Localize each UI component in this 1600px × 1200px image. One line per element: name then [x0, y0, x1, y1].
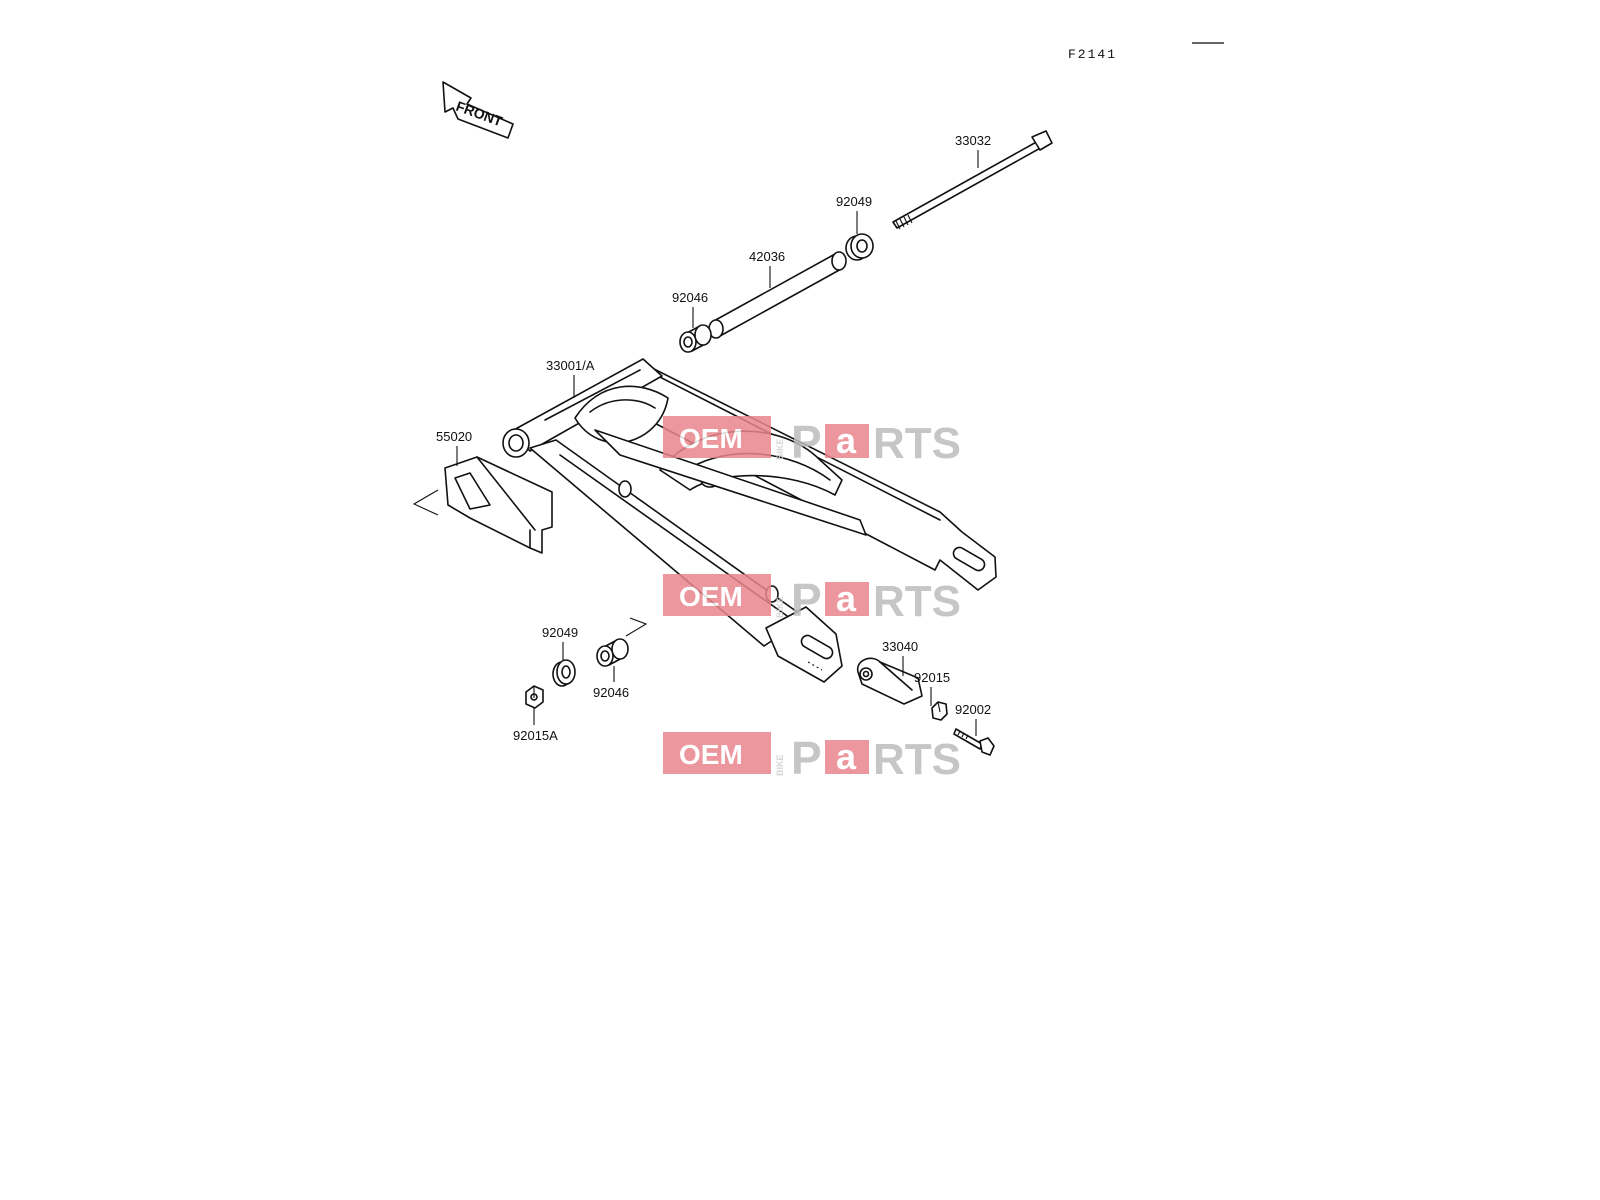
chain-guide [444, 456, 553, 554]
front-arrow-icon: FRONT [442, 81, 514, 139]
adjuster-bolt [953, 728, 995, 756]
callout-92046-top: 92046 [672, 290, 708, 305]
svg-text:a: a [836, 420, 857, 461]
chain-guide-bracket [412, 489, 439, 516]
pivot-bolt [892, 130, 1053, 230]
svg-text:P: P [791, 416, 822, 468]
callout-92015a: 92015A [513, 728, 558, 743]
nut-92015a [525, 685, 544, 709]
callout-92002: 92002 [955, 702, 991, 717]
callout-33032: 33032 [955, 133, 991, 148]
watermark-logo-1: OEM BIKE P a RTS [663, 416, 961, 468]
callout-42036: 42036 [749, 249, 785, 264]
svg-text:RTS: RTS [873, 419, 961, 468]
svg-text:RTS: RTS [873, 735, 961, 784]
seal-top [845, 233, 874, 261]
svg-text:a: a [836, 736, 857, 777]
callout-33040: 33040 [882, 639, 918, 654]
nut-92015 [931, 701, 948, 721]
bearing-top [679, 324, 712, 353]
diagram-code: F2141 [1068, 47, 1117, 62]
svg-text:OEM: OEM [679, 581, 743, 612]
callout-92049-bottom: 92049 [542, 625, 578, 640]
sleeve [708, 251, 847, 339]
callout-92046-bottom: 92046 [593, 685, 629, 700]
svg-text:BIKE: BIKE [775, 596, 785, 618]
bearing-bottom [596, 638, 629, 667]
svg-text:RTS: RTS [873, 577, 961, 626]
callout-33001a: 33001/A [546, 358, 595, 373]
callout-92049-top: 92049 [836, 194, 872, 209]
callout-92015: 92015 [914, 670, 950, 685]
bearing-bracket [625, 617, 648, 637]
watermark-logo-2: OEM BIKE P a RTS [663, 574, 961, 626]
svg-text:OEM: OEM [679, 423, 743, 454]
chain-adjuster [856, 657, 923, 705]
svg-text:BIKE: BIKE [775, 754, 785, 776]
svg-text:P: P [791, 732, 822, 784]
watermark-logo-3: OEM BIKE P a RTS [663, 732, 961, 784]
svg-text:P: P [791, 574, 822, 626]
callout-55020: 55020 [436, 429, 472, 444]
svg-text:OEM: OEM [679, 739, 743, 770]
svg-text:BIKE: BIKE [775, 438, 785, 460]
svg-text:a: a [836, 578, 857, 619]
seal-bottom [552, 659, 576, 687]
